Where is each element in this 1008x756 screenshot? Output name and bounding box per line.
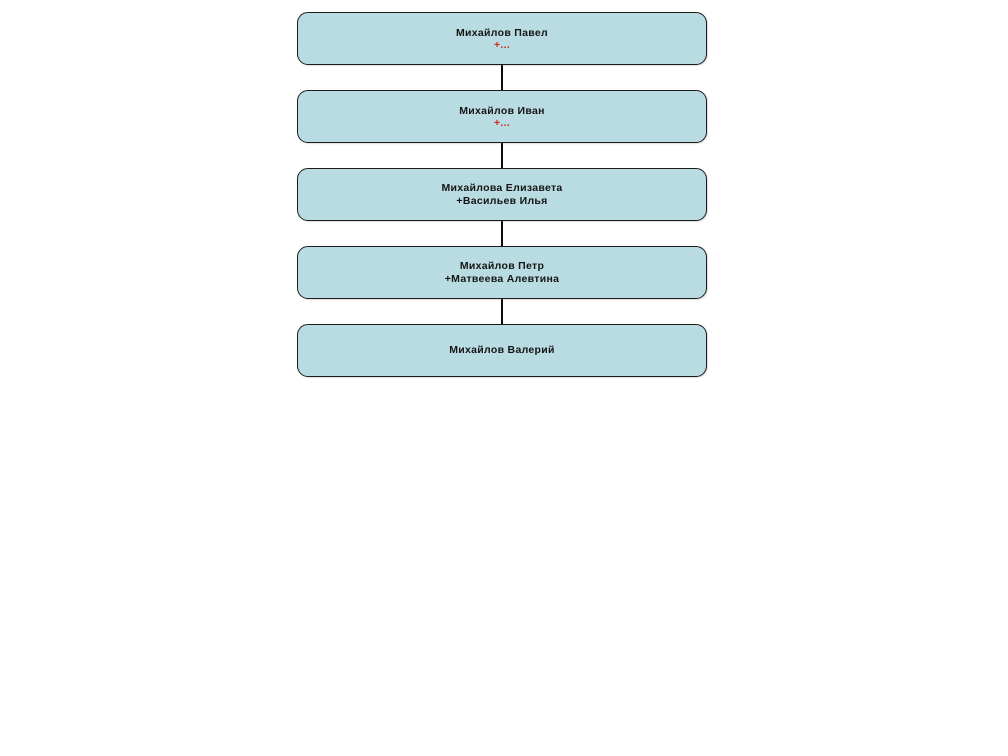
person-spouse-unknown: +...	[493, 116, 511, 129]
person-node-pavel[interactable]: Михайлов Павел +...	[297, 12, 707, 65]
person-node-ivan[interactable]: Михайлов Иван +...	[297, 90, 707, 143]
person-name: Михайлова Елизавета	[441, 181, 563, 194]
person-node-valeriy[interactable]: Михайлов Валерий	[297, 324, 707, 377]
connector-line	[501, 142, 503, 170]
connector-line	[501, 64, 503, 92]
person-name: Михайлов Павел	[455, 26, 549, 39]
person-node-petr[interactable]: Михайлов Петр +Матвеева Алевтина	[297, 246, 707, 299]
person-name: Михайлов Валерий	[449, 344, 555, 356]
connector-line	[501, 298, 503, 326]
connector-line	[501, 220, 503, 248]
person-name: Михайлов Петр	[459, 259, 545, 272]
person-spouse-unknown: +...	[493, 38, 511, 51]
person-spouse: +Васильев Илья	[456, 194, 548, 207]
person-name: Михайлов Иван	[459, 104, 545, 117]
person-spouse: +Матвеева Алевтина	[444, 272, 560, 285]
person-node-elizaveta[interactable]: Михайлова Елизавета +Васильев Илья	[297, 168, 707, 221]
